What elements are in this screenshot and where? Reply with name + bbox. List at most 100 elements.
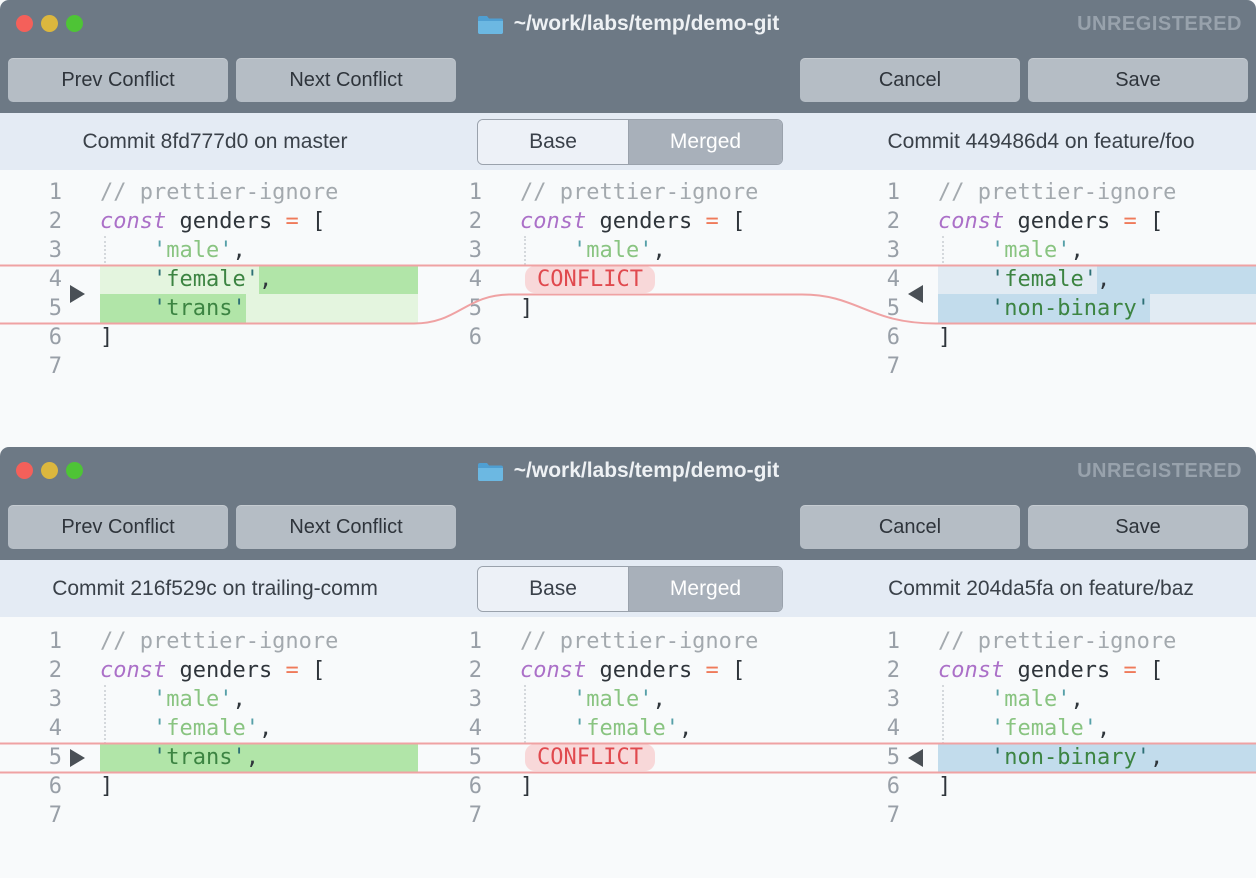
left-commit-label: Commit 8fd777d0 on master <box>82 129 348 153</box>
line-number: 1 <box>468 180 482 205</box>
line-text: ] <box>100 774 114 799</box>
code-line: 6] <box>440 772 826 801</box>
line-number: 3 <box>468 238 482 263</box>
line-text: 'male', <box>152 687 246 712</box>
line-number: 5 <box>48 296 62 321</box>
zoom-button[interactable] <box>66 462 83 479</box>
line-text: ] <box>938 774 952 799</box>
line-number: 3 <box>468 687 482 712</box>
zoom-button[interactable] <box>66 15 83 32</box>
line-number: 5 <box>468 745 482 770</box>
toggle-merged[interactable]: Merged <box>628 567 782 611</box>
diff-highlight <box>938 265 1097 294</box>
line-text: const genders = [ <box>100 209 326 234</box>
line-text: 'male', <box>990 687 1084 712</box>
next-conflict-button[interactable]: Next Conflict <box>236 58 456 102</box>
line-number: 7 <box>48 354 62 379</box>
line-number: 1 <box>886 629 900 654</box>
line-number: 6 <box>48 325 62 350</box>
line-number: 2 <box>886 658 900 683</box>
window-title-group: ~/work/labs/temp/demo-git <box>477 459 779 483</box>
left-commit-label: Commit 216f529c on trailing-comm <box>52 576 378 600</box>
apply-right-change-button[interactable] <box>908 285 923 303</box>
toolbar: Prev Conflict Next Conflict Cancel Save <box>0 48 1256 113</box>
close-button[interactable] <box>16 15 33 32</box>
diff-highlight <box>100 265 259 294</box>
title-bar[interactable]: ~/work/labs/temp/demo-git UNREGISTERED <box>0 447 1256 495</box>
code-line: 4 'female', <box>440 714 826 743</box>
code-line: 5 'trans' <box>0 294 432 323</box>
minimize-button[interactable] <box>41 15 58 32</box>
toggle-base[interactable]: Base <box>478 567 628 611</box>
base-merged-toggle: Base Merged <box>477 119 783 165</box>
indent-guide <box>942 685 944 772</box>
line-text: 'female', <box>572 716 693 741</box>
window-title: ~/work/labs/temp/demo-git <box>513 459 780 482</box>
code-line: 3 'male', <box>830 685 1256 714</box>
line-text: 'male', <box>152 238 246 263</box>
line-text: 'male', <box>572 238 666 263</box>
indent-guide <box>524 685 526 743</box>
apply-right-change-button[interactable] <box>908 748 923 767</box>
apply-left-change-button[interactable] <box>70 748 85 767</box>
license-status: UNREGISTERED <box>1077 459 1242 482</box>
line-text: // prettier-ignore <box>100 180 339 205</box>
cancel-button[interactable]: Cancel <box>800 58 1020 102</box>
code-line: 3 'male', <box>830 236 1256 265</box>
line-text: 'female', <box>152 267 273 292</box>
line-text: ] <box>520 774 534 799</box>
cancel-button[interactable]: Cancel <box>800 505 1020 549</box>
apply-left-change-button[interactable] <box>70 285 85 303</box>
code-line: 3 'male', <box>440 685 826 714</box>
line-text: // prettier-ignore <box>938 180 1177 205</box>
code-line: 3 'male', <box>0 685 432 714</box>
line-number: 5 <box>886 745 900 770</box>
traffic-lights <box>16 462 83 479</box>
code-line: 4 'female', <box>0 714 432 743</box>
code-line: 6 <box>440 323 826 352</box>
line-number: 2 <box>48 658 62 683</box>
toggle-merged[interactable]: Merged <box>628 120 782 164</box>
line-number: 6 <box>886 774 900 799</box>
diff-highlight <box>100 743 418 772</box>
prev-conflict-button[interactable]: Prev Conflict <box>8 58 228 102</box>
commit-header: Commit 216f529c on trailing-comm Base Me… <box>0 560 1256 617</box>
line-text: const genders = [ <box>520 658 746 683</box>
diff-highlight <box>1096 265 1256 294</box>
line-number: 6 <box>468 774 482 799</box>
line-text: 'non-binary' <box>990 296 1150 321</box>
code-line: 1// prettier-ignore <box>0 627 432 656</box>
save-button[interactable]: Save <box>1028 58 1248 102</box>
close-button[interactable] <box>16 462 33 479</box>
minimize-button[interactable] <box>41 462 58 479</box>
line-number: 2 <box>886 209 900 234</box>
line-number: 7 <box>886 803 900 828</box>
line-number: 7 <box>48 803 62 828</box>
title-bar[interactable]: ~/work/labs/temp/demo-git UNREGISTERED <box>0 0 1256 48</box>
line-text: const genders = [ <box>938 658 1164 683</box>
line-text: 'non-binary', <box>990 745 1164 770</box>
toggle-base[interactable]: Base <box>478 120 628 164</box>
line-number: 6 <box>48 774 62 799</box>
prev-conflict-button[interactable]: Prev Conflict <box>8 505 228 549</box>
code-line: 1// prettier-ignore <box>830 627 1256 656</box>
right-commit-label: Commit 204da5fa on feature/baz <box>888 576 1194 600</box>
line-number: 4 <box>468 267 482 292</box>
conflict-badge: CONFLICT <box>525 266 655 293</box>
line-number: 1 <box>48 629 62 654</box>
code-line: 4 'female', <box>830 714 1256 743</box>
code-line: 7 <box>830 801 1256 830</box>
next-conflict-button[interactable]: Next Conflict <box>236 505 456 549</box>
save-button[interactable]: Save <box>1028 505 1248 549</box>
window-title-group: ~/work/labs/temp/demo-git <box>477 12 779 36</box>
code-line: 3 'male', <box>0 236 432 265</box>
line-number: 6 <box>468 325 482 350</box>
code-line: 6] <box>830 772 1256 801</box>
